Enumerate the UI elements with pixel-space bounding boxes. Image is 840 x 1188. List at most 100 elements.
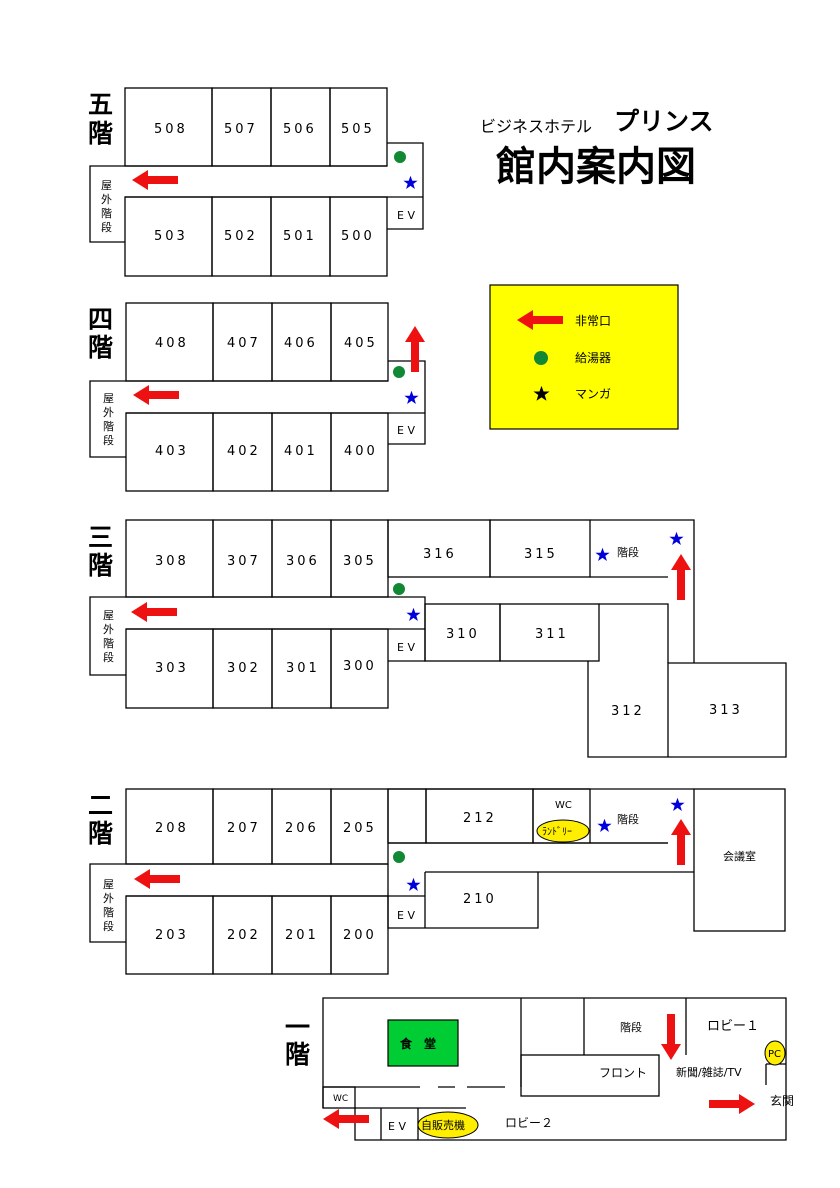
vending-badge [417, 1111, 479, 1139]
lobby1-label: ロビー１ [707, 1019, 759, 1034]
legend-label-manga: マンガ [575, 387, 611, 401]
room-label: 401 [284, 444, 318, 459]
outdoor-stairs-box [89, 596, 126, 676]
hotel-type: ビジネスホテル [480, 117, 592, 136]
outdoor-stairs-box [89, 863, 126, 943]
hot-water-dot-icon [393, 851, 405, 863]
floor-5-label-1: 五 [88, 90, 113, 119]
outdoor-stairs-box [89, 380, 126, 458]
emergency-exit-arrow-icon [132, 170, 178, 190]
room-label: 406 [284, 336, 318, 351]
floor-4-labels: 408 407 406 405 403 402 401 400 E V 屋 外 … [103, 326, 425, 459]
room-label: 200 [343, 928, 377, 943]
stairs-label: 屋 [103, 878, 114, 891]
room-label: 405 [344, 336, 378, 351]
floor-5-labels: 508 507 506 505 503 502 501 500 E V 屋 外 … [101, 122, 418, 244]
pc-label: PC [768, 1049, 781, 1060]
hotel-name: プリンス [614, 107, 714, 136]
title-block: ビジネスホテル プリンス 館内案内図 [480, 107, 714, 190]
floor-3-label-2: 階 [88, 551, 113, 580]
stairs-label: 屋 [101, 179, 112, 192]
manga-star-icon [595, 547, 610, 561]
room-label: 300 [343, 659, 377, 674]
floor-1-labels: 食 堂 階段 ロビー１ フロント 新聞/雑誌/TV PC 玄関 WC E V 自… [323, 1014, 794, 1139]
room-label: 207 [227, 821, 261, 836]
elevator-label: E V [397, 424, 415, 437]
room-label: 210 [463, 892, 497, 907]
dining-label: 食 堂 [399, 1036, 436, 1051]
elevator-label: E V [397, 209, 415, 222]
dining-room [387, 1019, 459, 1067]
room-label: 502 [224, 229, 258, 244]
stairs-label: 階段 [617, 812, 639, 826]
room-label: 501 [283, 229, 317, 244]
hot-water-dot-icon [534, 351, 548, 365]
floor-3: 三 階 [88, 519, 787, 758]
floor-4-label-1: 四 [88, 305, 113, 334]
emergency-exit-arrow-icon [131, 602, 177, 622]
floor-5-label-2: 階 [88, 119, 113, 148]
stairs-label: 段 [103, 919, 114, 933]
entrance-label: 玄関 [770, 1093, 794, 1108]
legend-box [489, 284, 679, 430]
floor-5: 五 階 [88, 87, 424, 277]
room-label: 312 [611, 704, 645, 719]
hot-water-dot-icon [394, 151, 406, 163]
annex [587, 661, 787, 758]
floor-2: 二 階 [88, 788, 786, 975]
emergency-exit-arrow-icon [323, 1109, 369, 1129]
room-label: 305 [343, 554, 377, 569]
news-label: 新聞/雑誌/TV [676, 1065, 742, 1079]
wc-label: WC [555, 800, 572, 811]
emergency-exit-arrow-icon [133, 385, 179, 405]
corridor-wall [387, 864, 694, 929]
manga-star-icon [406, 877, 421, 891]
manga-star-icon [597, 818, 612, 832]
stairs-label: 階段 [617, 545, 639, 559]
legend: 非常口 給湯器 マンガ [489, 284, 679, 430]
manga-star-icon [669, 531, 684, 545]
room-label: 315 [524, 547, 558, 562]
room-label: 310 [446, 627, 480, 642]
stairs-label: 外 [101, 193, 112, 206]
room-label: 313 [709, 703, 743, 718]
front-label: フロント [599, 1066, 647, 1080]
room-label: 505 [341, 122, 375, 137]
stairs-label: 階 [101, 206, 112, 220]
room-label: 203 [155, 928, 189, 943]
laundry-label: ﾗﾝﾄﾞﾘｰ [542, 826, 572, 838]
elevator-label: E V [397, 641, 415, 654]
floor-1: 一 階 [285, 997, 787, 1141]
stairs-area [590, 519, 695, 663]
room-label: 403 [155, 444, 189, 459]
floor-3-labels: 308 307 306 305 316 315 303 302 301 300 … [103, 531, 743, 719]
front-desk [520, 1054, 660, 1097]
floor-4: 四 階 [88, 302, 426, 492]
room-label: 316 [423, 547, 457, 562]
stairs-label: 階 [103, 636, 114, 650]
lobby2-label: ロビー２ [505, 1116, 553, 1130]
room-label: 508 [154, 122, 188, 137]
emergency-exit-arrow-icon [671, 819, 691, 865]
room-label: 205 [343, 821, 377, 836]
manga-star-icon [403, 175, 418, 189]
floor-4-label-2: 階 [88, 333, 113, 362]
legend-label-water: 給湯器 [575, 351, 611, 365]
stairs-label: 屋 [103, 609, 114, 622]
pc-badge [764, 1040, 786, 1066]
room-label: 302 [227, 661, 261, 676]
stairs-label: 段 [103, 433, 114, 447]
room-label: 400 [344, 444, 378, 459]
room-label: 202 [227, 928, 261, 943]
room-label: 402 [227, 444, 261, 459]
floor-2-labels: 208 207 206 205 212 203 202 201 200 210 … [103, 797, 756, 943]
outdoor-stairs-box [89, 165, 125, 243]
stairs-label: 外 [103, 623, 114, 636]
corridor-end [388, 360, 426, 445]
room-label: 208 [155, 821, 189, 836]
wc-room [322, 1086, 356, 1109]
stairs-label: 屋 [103, 392, 114, 405]
room-label: 303 [155, 661, 189, 676]
room-label: 503 [154, 229, 188, 244]
